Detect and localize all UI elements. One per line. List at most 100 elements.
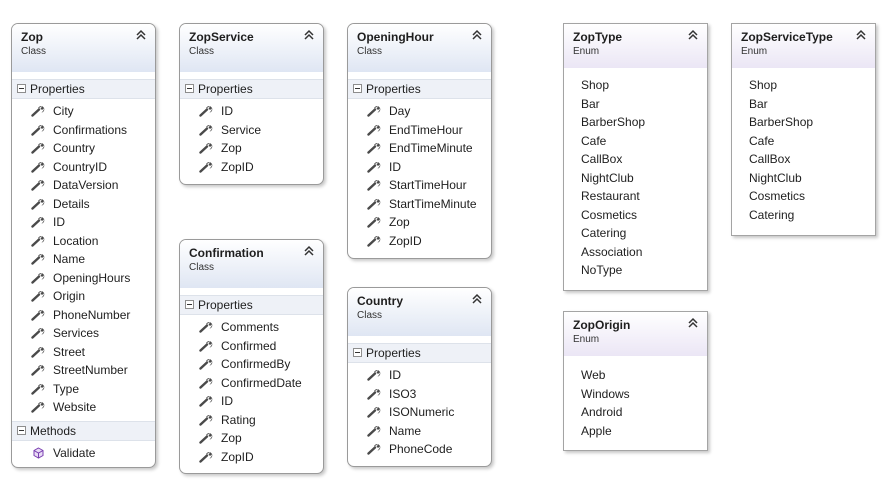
enum-value[interactable]: Cosmetics bbox=[732, 187, 875, 206]
enum-value[interactable]: Shop bbox=[564, 76, 707, 95]
enum-value[interactable]: NightClub bbox=[732, 169, 875, 188]
property-item[interactable]: ID bbox=[348, 158, 491, 177]
collapse-chevron-icon[interactable] bbox=[303, 28, 315, 42]
property-item[interactable]: ISONumeric bbox=[348, 403, 491, 422]
property-item[interactable]: Details bbox=[12, 195, 155, 214]
collapse-minus-icon[interactable] bbox=[17, 425, 26, 435]
enum-value[interactable]: CallBox bbox=[564, 150, 707, 169]
collapse-minus-icon[interactable] bbox=[353, 348, 362, 357]
property-item[interactable]: Type bbox=[12, 380, 155, 399]
enum-header[interactable]: ZopOrigin Enum bbox=[564, 312, 707, 356]
property-item[interactable]: CountryID bbox=[12, 158, 155, 177]
property-item[interactable]: Location bbox=[12, 232, 155, 251]
property-item[interactable]: ConfirmedDate bbox=[180, 374, 323, 393]
enum-header[interactable]: ZopType Enum bbox=[564, 24, 707, 68]
collapse-minus-icon[interactable] bbox=[353, 84, 362, 93]
property-item[interactable]: Country bbox=[12, 139, 155, 158]
property-item[interactable]: OpeningHours bbox=[12, 269, 155, 288]
enum-value[interactable]: CallBox bbox=[732, 150, 875, 169]
property-item[interactable]: Website bbox=[12, 398, 155, 417]
enum-value[interactable]: Bar bbox=[732, 95, 875, 114]
property-item[interactable]: Comments bbox=[180, 318, 323, 337]
property-item[interactable]: StreetNumber bbox=[12, 361, 155, 380]
enum-value[interactable]: Web bbox=[564, 366, 707, 385]
property-item[interactable]: Street bbox=[12, 343, 155, 362]
property-item[interactable]: ZopID bbox=[348, 232, 491, 251]
property-item[interactable]: Zop bbox=[180, 139, 323, 158]
property-item[interactable]: EndTimeMinute bbox=[348, 139, 491, 158]
property-item[interactable]: Origin bbox=[12, 287, 155, 306]
enum-value[interactable]: Windows bbox=[564, 385, 707, 404]
enum-value[interactable]: Catering bbox=[564, 224, 707, 243]
property-item[interactable]: ID bbox=[180, 392, 323, 411]
property-item[interactable]: PhoneNumber bbox=[12, 306, 155, 325]
property-item[interactable]: City bbox=[12, 102, 155, 121]
collapse-chevron-icon[interactable] bbox=[303, 244, 315, 258]
property-item[interactable]: StartTimeHour bbox=[348, 176, 491, 195]
enum-value[interactable]: Bar bbox=[564, 95, 707, 114]
properties-section-header[interactable]: Properties bbox=[180, 79, 323, 99]
property-item[interactable]: PhoneCode bbox=[348, 440, 491, 459]
class-header[interactable]: Country Class bbox=[348, 288, 491, 336]
property-item[interactable]: Confirmations bbox=[12, 121, 155, 140]
enum-value[interactable]: NightClub bbox=[564, 169, 707, 188]
property-item[interactable]: Services bbox=[12, 324, 155, 343]
property-item[interactable]: Confirmed bbox=[180, 337, 323, 356]
property-item[interactable]: StartTimeMinute bbox=[348, 195, 491, 214]
collapse-chevron-icon[interactable] bbox=[687, 316, 699, 330]
collapse-chevron-icon[interactable] bbox=[471, 292, 483, 306]
class-header[interactable]: Zop Class bbox=[12, 24, 155, 72]
collapse-minus-icon[interactable] bbox=[185, 300, 194, 309]
class-header[interactable]: ZopService Class bbox=[180, 24, 323, 72]
property-item[interactable]: ID bbox=[12, 213, 155, 232]
property-item[interactable]: Name bbox=[12, 250, 155, 269]
class-header[interactable]: Confirmation Class bbox=[180, 240, 323, 288]
property-item[interactable]: EndTimeHour bbox=[348, 121, 491, 140]
enum-value[interactable]: Cafe bbox=[564, 132, 707, 151]
property-item[interactable]: ZopID bbox=[180, 158, 323, 177]
properties-section-header[interactable]: Properties bbox=[12, 79, 155, 99]
enum-value[interactable]: Shop bbox=[732, 76, 875, 95]
method-item[interactable]: Validate bbox=[12, 444, 155, 463]
enum-value[interactable]: Cafe bbox=[732, 132, 875, 151]
collapse-chevron-icon[interactable] bbox=[855, 28, 867, 42]
collapse-chevron-icon[interactable] bbox=[135, 28, 147, 42]
enum-value[interactable]: Android bbox=[564, 403, 707, 422]
enum-value[interactable]: BarberShop bbox=[732, 113, 875, 132]
enum-header[interactable]: ZopServiceType Enum bbox=[732, 24, 875, 68]
property-item[interactable]: Rating bbox=[180, 411, 323, 430]
methods-section-header[interactable]: Methods bbox=[12, 420, 155, 441]
enum-value[interactable]: Cosmetics bbox=[564, 206, 707, 225]
enum-value[interactable]: NoType bbox=[564, 261, 707, 280]
collapse-chevron-icon[interactable] bbox=[687, 28, 699, 42]
properties-section-header[interactable]: Properties bbox=[348, 79, 491, 99]
collapse-minus-icon[interactable] bbox=[185, 84, 194, 93]
property-item[interactable]: ID bbox=[348, 366, 491, 385]
property-item[interactable]: Day bbox=[348, 102, 491, 121]
property-item[interactable]: DataVersion bbox=[12, 176, 155, 195]
property-item[interactable]: Zop bbox=[348, 213, 491, 232]
property-item[interactable]: ISO3 bbox=[348, 385, 491, 404]
properties-section-header[interactable]: Properties bbox=[348, 343, 491, 363]
enum-value[interactable]: Restaurant bbox=[564, 187, 707, 206]
property-item[interactable]: Service bbox=[180, 121, 323, 140]
enum-value[interactable]: Catering bbox=[732, 206, 875, 225]
class-header[interactable]: OpeningHour Class bbox=[348, 24, 491, 72]
enum-value[interactable]: BarberShop bbox=[564, 113, 707, 132]
property-item[interactable]: ZopID bbox=[180, 448, 323, 467]
property-item[interactable]: ConfirmedBy bbox=[180, 355, 323, 374]
collapse-chevron-icon[interactable] bbox=[471, 28, 483, 42]
property-item[interactable]: Zop bbox=[180, 429, 323, 448]
property-item[interactable]: Name bbox=[348, 422, 491, 441]
collapse-minus-icon[interactable] bbox=[17, 84, 26, 93]
properties-section-header[interactable]: Properties bbox=[180, 295, 323, 315]
enum-value[interactable]: Association bbox=[564, 243, 707, 262]
